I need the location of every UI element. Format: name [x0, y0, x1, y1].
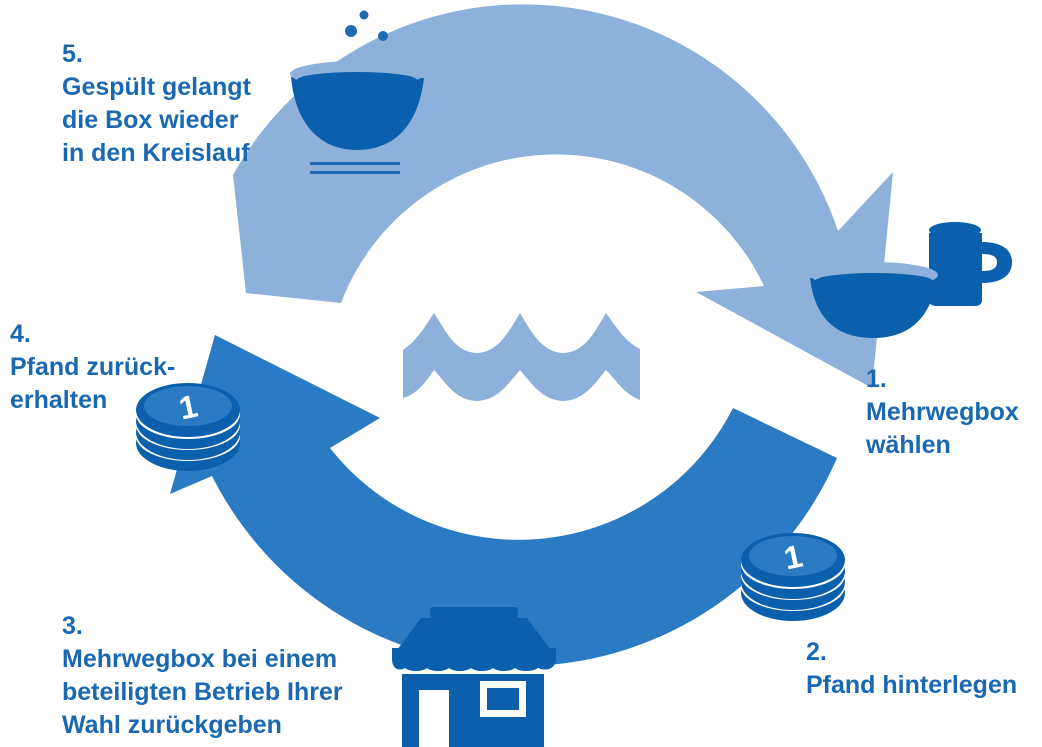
step-text: Pfand hinterlegen — [806, 671, 1018, 699]
arc-arrow-lower — [170, 335, 837, 667]
washing-bowl-icon — [290, 10, 424, 174]
step-text: Mehrwegbox bei einem — [62, 645, 338, 673]
arc-arrow-upper — [233, 4, 893, 389]
step-text: Mehrwegbox — [866, 398, 1019, 426]
step-text: Pfand zurück- — [10, 353, 176, 381]
step-text: die Box wieder — [62, 106, 239, 134]
step-5-caption: 5. Gespült gelangt die Box wieder in den… — [62, 38, 251, 170]
step-text: erhalten — [10, 386, 108, 414]
step-text: beteiligten Betrieb Ihrer — [62, 678, 343, 706]
bowl-and-cup-icon — [810, 222, 1012, 338]
step-number: 3. — [62, 612, 83, 640]
step-text: in den Kreislauf — [62, 139, 250, 167]
step-text: Gespült gelangt — [62, 73, 251, 101]
step-2-caption: 2. Pfand hinterlegen — [806, 636, 1017, 702]
step-3-caption: 3. Mehrwegbox bei einem beteiligten Betr… — [62, 610, 343, 742]
coin-stack-icon: 1 — [136, 383, 240, 471]
step-1-caption: 1. Mehrwegbox wählen — [866, 363, 1019, 462]
step-text: Wahl zurückgeben — [62, 711, 282, 739]
step-4-caption: 4. Pfand zurück- erhalten — [10, 318, 175, 417]
water-waves-icon — [403, 313, 640, 401]
step-text: wählen — [866, 431, 951, 459]
step-number: 4. — [10, 320, 31, 348]
step-number: 2. — [806, 638, 827, 666]
shop-icon — [392, 607, 556, 747]
coin-stack-icon: 1 — [741, 533, 845, 621]
step-number: 1. — [866, 365, 887, 393]
step-number: 5. — [62, 40, 83, 68]
